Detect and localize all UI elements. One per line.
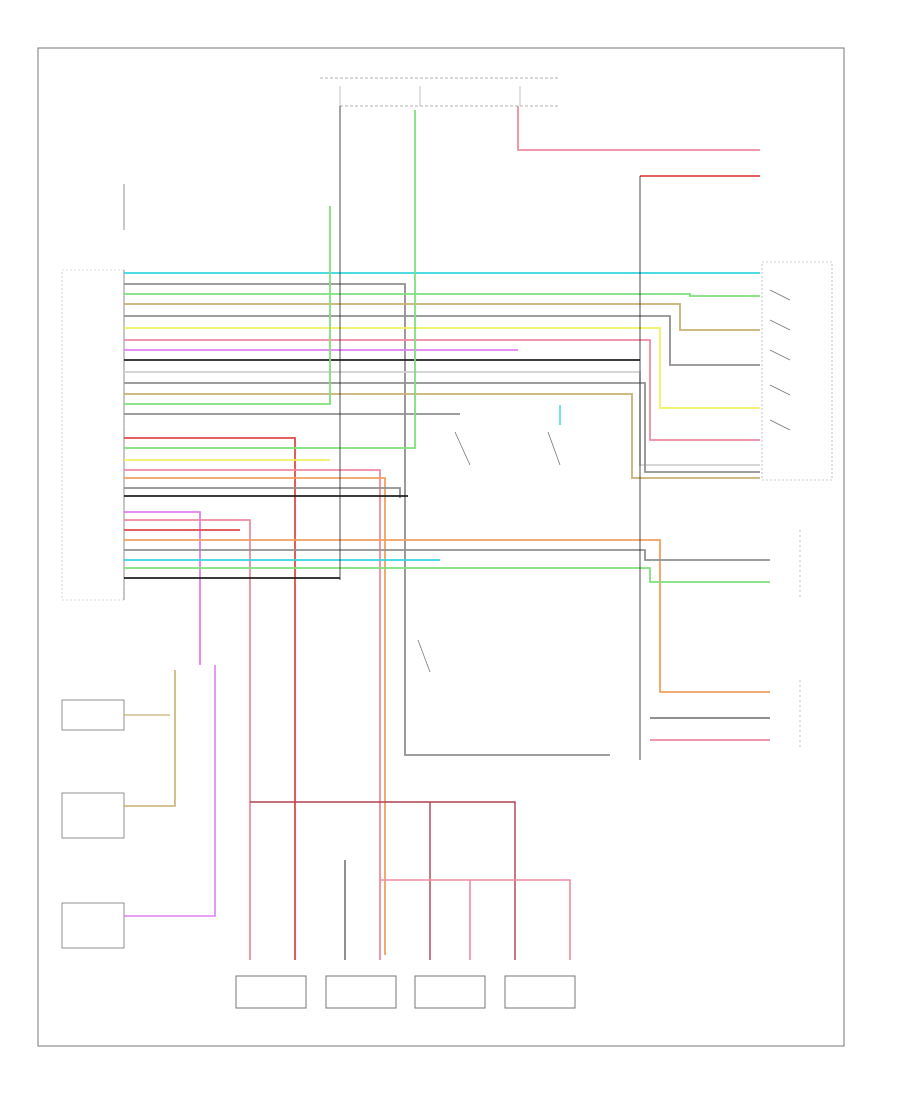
wire-pink-1 bbox=[124, 339, 760, 441]
mirror-switch bbox=[761, 261, 833, 481]
component-box-2 bbox=[61, 792, 125, 839]
wire-tan-box bbox=[124, 670, 176, 807]
wire-bus bbox=[124, 206, 760, 756]
wire-gray-6 bbox=[124, 549, 770, 561]
wire-lt-green-2 bbox=[124, 206, 331, 405]
wire-gray-5 bbox=[124, 487, 401, 498]
control-module bbox=[61, 184, 125, 601]
wire-lt-green-4 bbox=[124, 567, 770, 583]
component-box-3 bbox=[61, 902, 125, 949]
wire-yellow-1 bbox=[124, 327, 760, 409]
motor-box-1 bbox=[235, 975, 307, 1009]
door-switches bbox=[417, 405, 561, 673]
wire-gray-2 bbox=[124, 315, 760, 366]
wire-pink-feed bbox=[517, 106, 760, 151]
wire-violet-2 bbox=[124, 511, 201, 665]
motor-box-4 bbox=[504, 975, 576, 1009]
wire-white-1 bbox=[124, 371, 760, 466]
diagram-border bbox=[37, 47, 845, 1047]
wire-lt-green-1 bbox=[124, 293, 760, 297]
door-motors bbox=[235, 801, 576, 1009]
motor-box-2 bbox=[325, 975, 397, 1009]
wire-violet-box bbox=[124, 665, 216, 917]
wire-tan-1 bbox=[124, 303, 760, 331]
wire-gray-3 bbox=[124, 382, 760, 473]
wire-gray-1 bbox=[124, 283, 610, 756]
fuse-block bbox=[320, 77, 560, 107]
component-box-1 bbox=[61, 699, 125, 731]
wire-orange-2 bbox=[124, 539, 770, 693]
left-mirror-connector bbox=[650, 680, 801, 750]
motor-box-3 bbox=[414, 975, 486, 1009]
wire-pink-2 bbox=[124, 469, 381, 960]
wire-orange-1 bbox=[124, 477, 386, 955]
wire-lower-bus bbox=[124, 110, 770, 960]
wire-tan-2 bbox=[124, 393, 760, 479]
wire-lt-green-3 bbox=[124, 110, 416, 449]
wire-pink-3 bbox=[124, 519, 251, 960]
wire-red-1 bbox=[124, 437, 296, 960]
